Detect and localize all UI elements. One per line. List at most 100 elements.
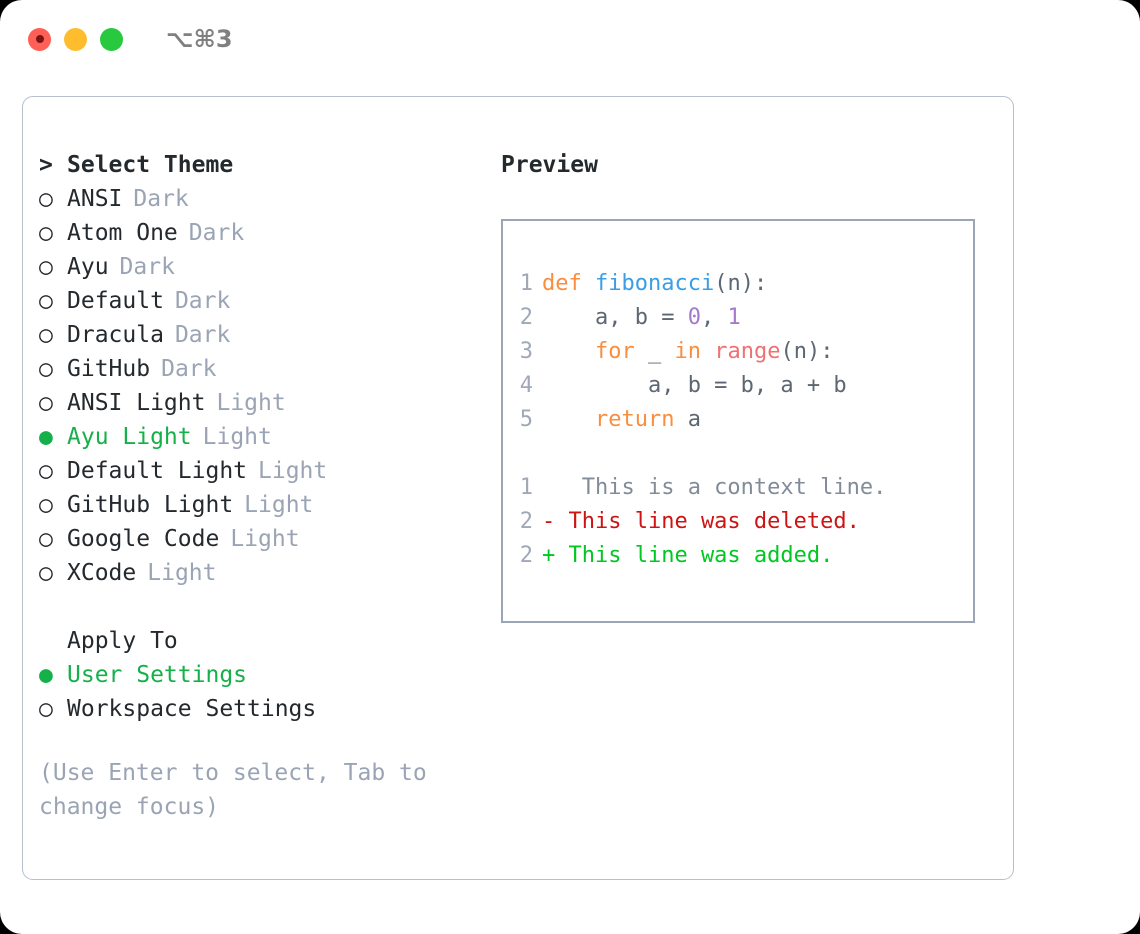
section-spacer	[39, 590, 499, 624]
theme-option-label: XCode	[67, 560, 137, 586]
theme-variant-badge: Light	[202, 424, 272, 450]
radio-unselected-icon: ○	[39, 560, 53, 586]
theme-variant-badge: Light	[244, 492, 314, 518]
code-token: 0	[687, 305, 701, 330]
line-number: 1	[519, 475, 533, 500]
code-token: ,	[700, 305, 728, 330]
theme-option-label: ANSI Light	[67, 390, 206, 416]
theme-variant-badge: Light	[147, 560, 217, 586]
theme-variant-badge: Light	[230, 526, 300, 552]
radio-unselected-icon: ○	[39, 492, 53, 518]
theme-option-label: ANSI	[67, 186, 123, 212]
code-token: fibonacci	[594, 271, 715, 296]
theme-option-xcode[interactable]: ○ XCode Light	[39, 556, 499, 590]
theme-variant-badge: Light	[216, 390, 286, 416]
code-token	[542, 407, 595, 432]
apply-to-option-user-settings[interactable]: ● User Settings	[39, 658, 499, 692]
radio-unselected-icon: ○	[39, 288, 53, 314]
code-line: 3 for _ in range(n):	[519, 335, 973, 369]
theme-option-label: Ayu	[67, 254, 109, 280]
diff-line: 2- This line was deleted.	[519, 505, 973, 539]
theme-option-label: Dracula	[67, 322, 164, 348]
apply-to-heading: Apply To	[67, 628, 178, 654]
keyboard-hint-text: (Use Enter to select, Tab to change focu…	[39, 760, 441, 820]
radio-unselected-icon: ○	[39, 254, 53, 280]
theme-option-label: GitHub Light	[67, 492, 234, 518]
theme-option-label: Atom One	[67, 220, 178, 246]
code-token: in	[674, 339, 701, 364]
apply-to-option-label: User Settings	[67, 662, 248, 688]
caret-icon: >	[39, 152, 53, 178]
code-token	[542, 339, 595, 364]
radio-unselected-icon: ○	[39, 356, 53, 382]
theme-option-label: GitHub	[67, 356, 151, 382]
code-token: a	[674, 407, 701, 432]
line-number: 5	[519, 407, 533, 432]
code-token: (n):	[714, 271, 768, 296]
theme-option-ansi[interactable]: ○ ANSI Dark	[39, 182, 499, 216]
theme-variant-badge: Light	[258, 458, 328, 484]
theme-option-github-light[interactable]: ○ GitHub Light Light	[39, 488, 499, 522]
diff-line: 2 + This line was added.	[519, 539, 973, 573]
minimize-button[interactable]	[64, 27, 87, 51]
theme-variant-badge: Dark	[133, 186, 189, 212]
code-line: 2 a, b = 0, 1	[519, 301, 973, 335]
radio-unselected-icon: ○	[39, 458, 53, 484]
theme-option-label: Default Light	[67, 458, 248, 484]
code-line: 4 a, b = b, a + b	[519, 369, 973, 403]
radio-unselected-icon: ○	[39, 220, 53, 246]
theme-option-default-light[interactable]: ○ Default Light Light	[39, 454, 499, 488]
code-token: def	[542, 271, 595, 296]
theme-variant-badge: Dark	[174, 288, 231, 314]
title-bar: ⌥⌘3	[0, 0, 1140, 78]
preview-title: Preview	[501, 152, 598, 178]
theme-option-label: Google Code	[67, 526, 220, 552]
radio-unselected-icon: ○	[39, 186, 53, 212]
apply-to-option-list[interactable]: ● User Settings ○ Workspace Settings	[39, 658, 499, 726]
radio-unselected-icon: ○	[39, 526, 53, 552]
radio-selected-icon: ●	[39, 662, 53, 688]
theme-option-atom-one[interactable]: ○ Atom One Dark	[39, 216, 499, 250]
keyboard-shortcut-label: ⌥⌘3	[166, 25, 233, 53]
code-token: _	[634, 339, 675, 364]
close-button[interactable]	[28, 27, 51, 51]
theme-option-google-code[interactable]: ○ Google Code Light	[39, 522, 499, 556]
code-token	[701, 339, 714, 364]
theme-option-ansi-light[interactable]: ○ ANSI Light Light	[39, 386, 499, 420]
code-line: 5 return a	[519, 403, 973, 437]
code-token: (n):	[780, 339, 834, 364]
theme-variant-badge: Dark	[188, 220, 245, 246]
zoom-button[interactable]	[100, 27, 123, 51]
code-token: a, b = b, a + b	[542, 373, 847, 398]
line-number: 4	[519, 373, 533, 398]
code-diff-spacer	[519, 437, 973, 471]
apply-to-option-workspace-settings[interactable]: ○ Workspace Settings	[39, 692, 499, 726]
radio-selected-icon: ●	[39, 424, 53, 450]
diff-text: + This line was added.	[542, 543, 834, 568]
code-token: return	[594, 407, 675, 432]
line-number: 2	[519, 543, 533, 568]
diff-line: 1 This is a context line.	[519, 471, 973, 505]
line-number: 2	[519, 509, 533, 534]
line-number: 2	[519, 305, 533, 330]
code-token: 1	[727, 305, 741, 330]
diff-sample: 1 This is a context line.2- This line wa…	[519, 471, 973, 573]
diff-text: This is a context line.	[542, 475, 887, 500]
select-theme-heading: > Select Theme	[39, 148, 499, 182]
apply-to-option-label: Workspace Settings	[67, 696, 317, 722]
radio-unselected-icon: ○	[39, 696, 53, 722]
traffic-lights	[28, 27, 123, 51]
radio-unselected-icon: ○	[39, 390, 53, 416]
